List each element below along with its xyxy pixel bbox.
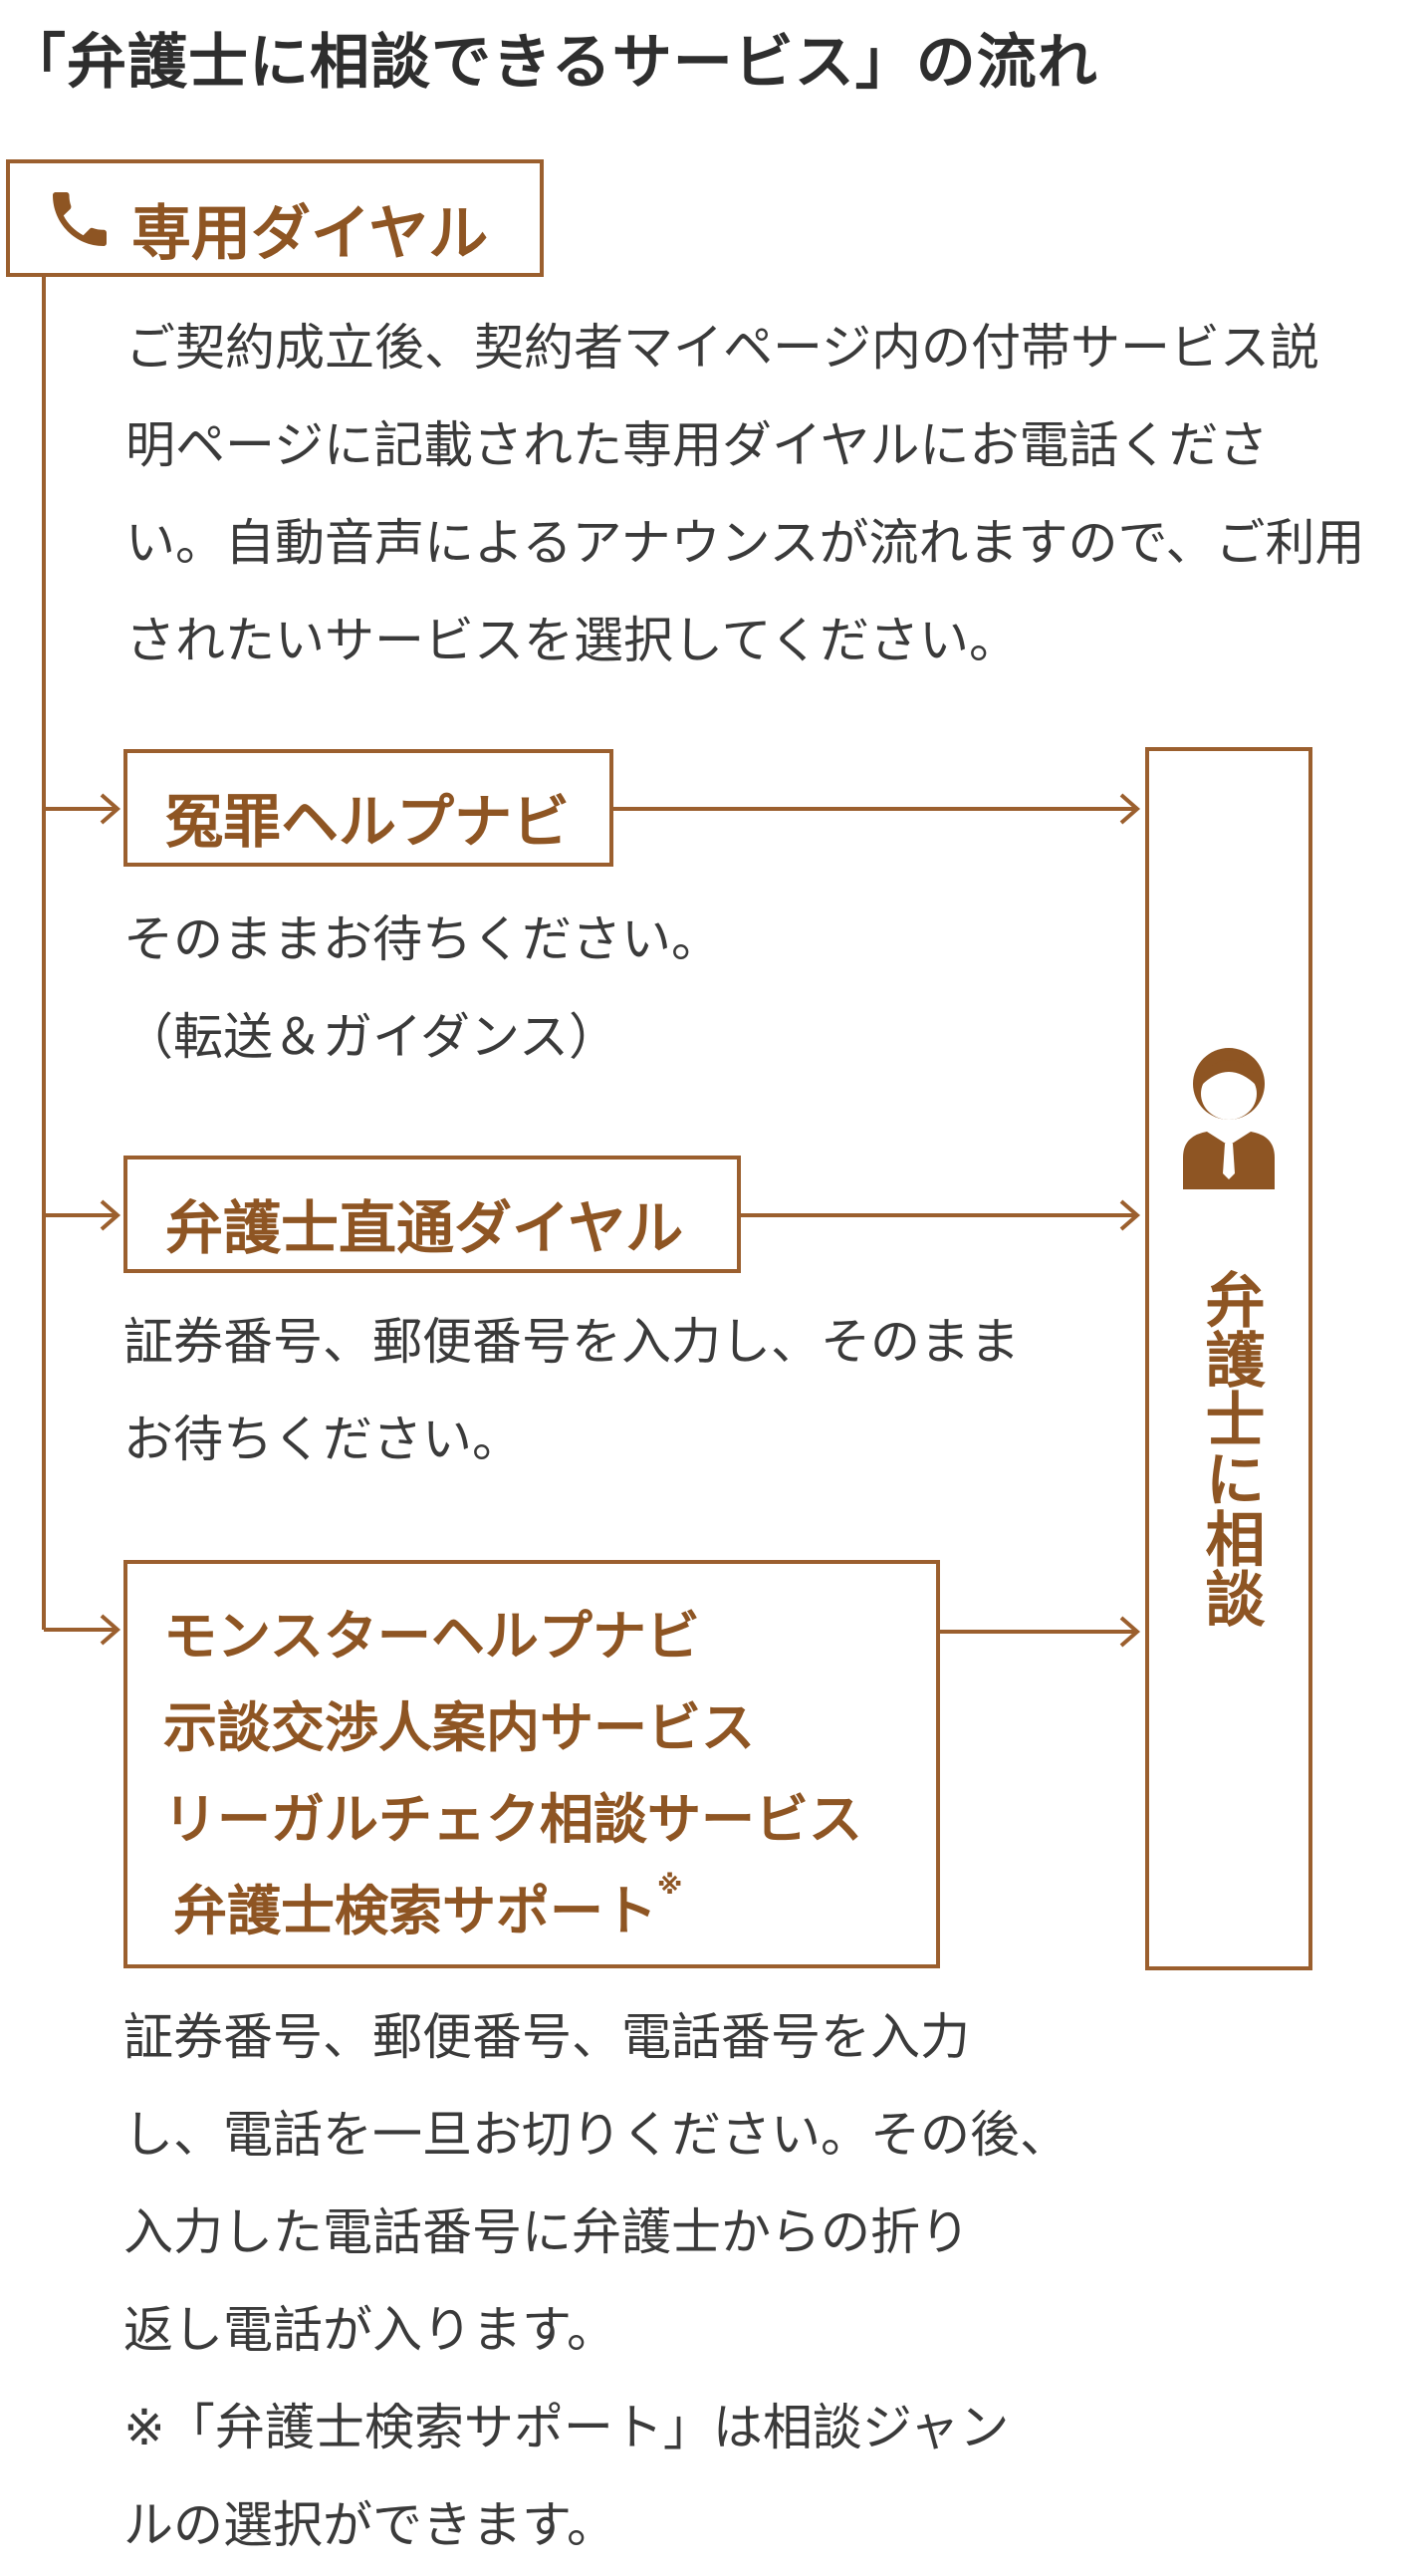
option-label-3d: 弁護士検索サポート	[173, 1880, 657, 1942]
dial-box: 専用ダイヤル	[6, 159, 544, 277]
option-box-1: 冤罪ヘルプナビ	[123, 749, 613, 867]
option-description-3: 証券番号、郵便番号、電話番号を入力 し、電話を一旦お切りください。その後、 入力…	[123, 2008, 1069, 2554]
option-box-3: モンスターヘルプナビ 示談交渉人案内サービス リーガルチェク相談サービス 弁護士…	[123, 1560, 940, 1968]
consult-label: 弁護士に相談	[1195, 1269, 1265, 1628]
option-description-1: そのままお待ちください。 （転送＆ガイダンス）	[123, 910, 721, 1066]
option-label-3b: 示談交渉人案内サービス	[163, 1696, 755, 1759]
option-box-2: 弁護士直通ダイヤル	[123, 1156, 741, 1273]
dial-description: ご契約成立後、契約者マイページ内の付帯サービス説 明ページに記載された専用ダイヤ…	[125, 319, 1365, 669]
phone-icon	[53, 192, 107, 246]
dial-label: 専用ダイヤル	[131, 199, 489, 269]
consult-box: 弁護士に相談	[1145, 747, 1312, 1970]
option-label-2: 弁護士直通ダイヤル	[165, 1194, 684, 1262]
option-label-1: 冤罪ヘルプナビ	[165, 788, 571, 856]
option-label-3a: モンスターヘルプナビ	[163, 1605, 700, 1668]
lawyer-icon	[1183, 1048, 1275, 1189]
option-label-3d-row: 弁護士検索サポート※	[173, 1867, 682, 1945]
page-title: 「弁護士に相談できるサービス」の流れ	[6, 28, 1098, 98]
option-label-3c: リーガルチェク相談サービス	[163, 1788, 862, 1851]
option-description-2: 証券番号、郵便番号を入力し、そのまま お待ちください。	[123, 1313, 1020, 1468]
note-mark: ※	[657, 1871, 683, 1901]
